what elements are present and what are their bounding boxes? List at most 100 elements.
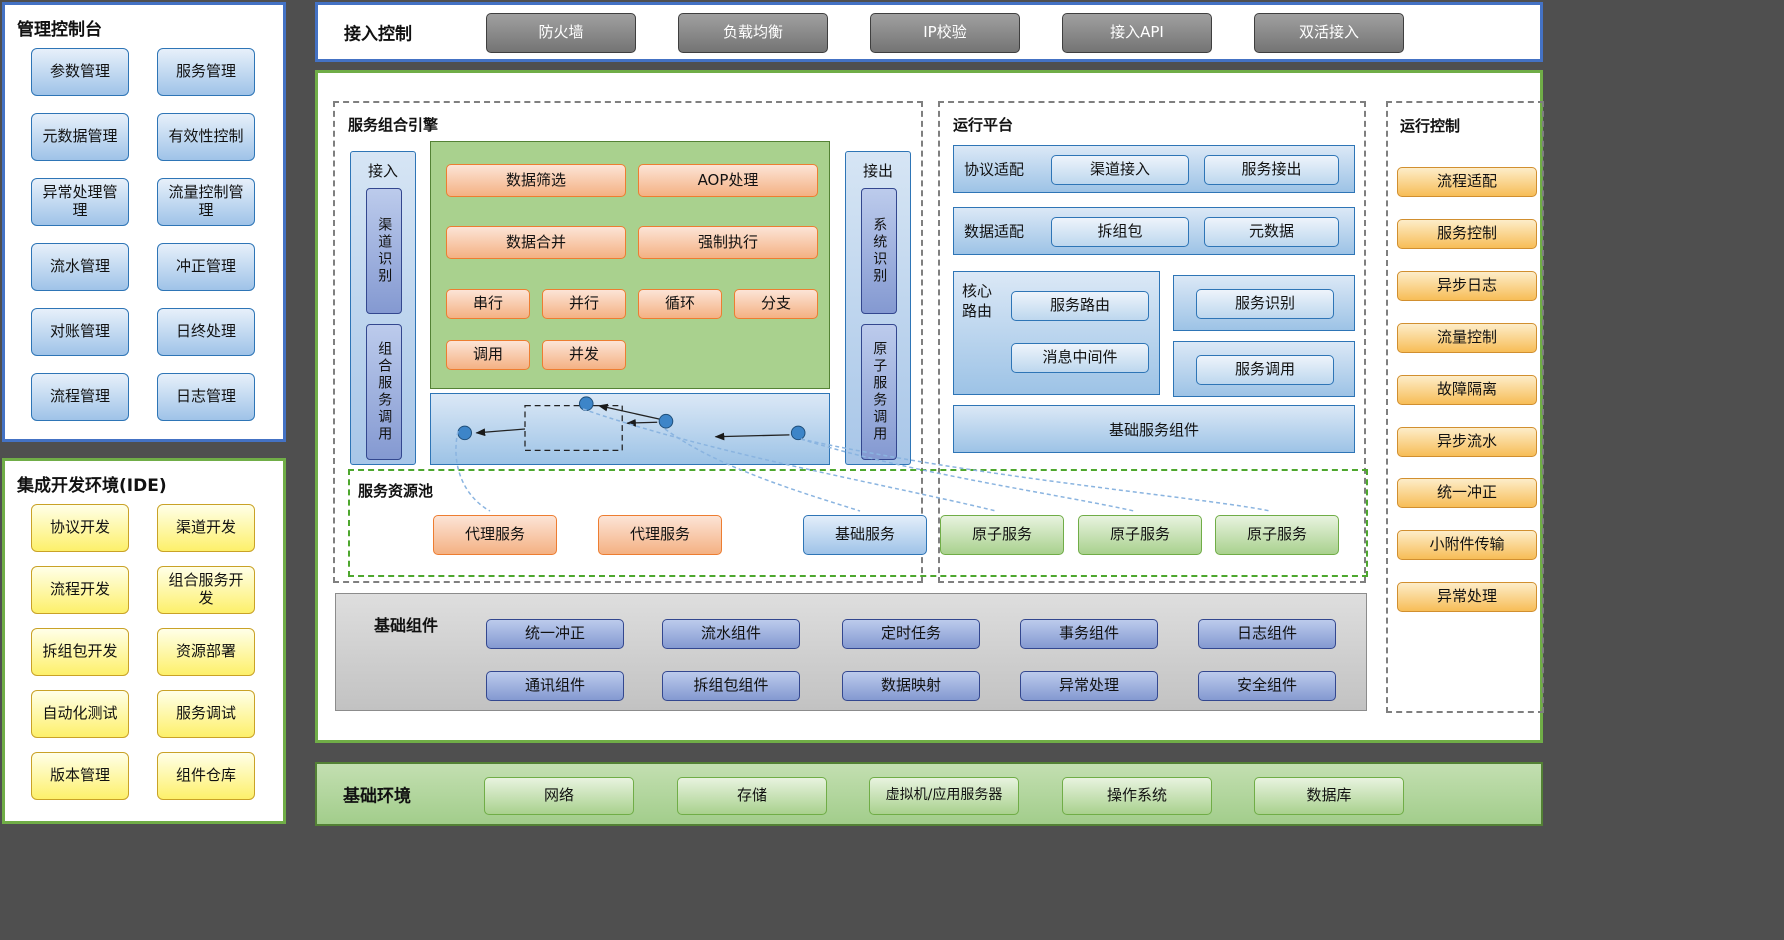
- component-node-transaction: 事务组件: [1020, 619, 1158, 649]
- mgmt-node-9: 日终处理: [157, 308, 255, 356]
- access-api-node: 接入API: [1062, 13, 1212, 53]
- force-execute-node: 强制执行: [638, 226, 818, 259]
- env-node-os: 操作系统: [1062, 777, 1212, 815]
- message-middleware-node: 消息中间件: [1011, 343, 1149, 373]
- loop-node: 循环: [638, 289, 722, 319]
- atomic-service-node-2: 原子服务: [1078, 515, 1202, 555]
- data-filter-node: 数据筛选: [446, 164, 626, 197]
- ide-node-8: 版本管理: [31, 752, 129, 800]
- runtime-control-node-8: 异常处理: [1397, 582, 1537, 612]
- service-pool-title: 服务资源池: [358, 482, 434, 500]
- serial-node: 串行: [446, 289, 530, 319]
- ide-grid: 协议开发 渠道开发 流程开发 组合服务开发 拆组包开发 资源部署 自动化测试 服…: [5, 500, 283, 800]
- outbound-label: 接出: [862, 162, 893, 180]
- runtime-control: 运行控制 流程适配 服务控制 异步日志 流量控制 故障隔离 异步流水 统一冲正 …: [1386, 101, 1544, 713]
- ide-node-4: 拆组包开发: [31, 628, 129, 676]
- env-node-network: 网络: [484, 777, 634, 815]
- component-node-scheduled-task: 定时任务: [842, 619, 980, 649]
- ip-check-node: IP校验: [870, 13, 1020, 53]
- mgmt-node-5: 流量控制管理: [157, 178, 255, 226]
- runtime-control-node-5: 异步流水: [1397, 427, 1537, 457]
- ide-node-5: 资源部署: [157, 628, 255, 676]
- runtime-control-title: 运行控制: [1400, 117, 1461, 135]
- flow-node-icon: [457, 425, 473, 441]
- mgmt-node-6: 流水管理: [31, 243, 129, 291]
- outbound-column: 接出 系统识别 原子服务调用: [845, 151, 911, 465]
- protocol-adapter-label: 协议适配: [964, 160, 1025, 179]
- flow-node-icon: [578, 396, 594, 412]
- runtime-control-node-6: 统一冲正: [1397, 478, 1537, 508]
- metadata-node: 元数据: [1204, 217, 1339, 247]
- ide-node-7: 服务调试: [157, 690, 255, 738]
- management-console-grid: 参数管理 服务管理 元数据管理 有效性控制 异常处理管理 流量控制管理 流水管理…: [5, 44, 283, 421]
- ide-node-9: 组件仓库: [157, 752, 255, 800]
- base-service-node: 基础服务: [803, 515, 927, 555]
- ide-node-0: 协议开发: [31, 504, 129, 552]
- mgmt-node-8: 对账管理: [31, 308, 129, 356]
- mgmt-node-3: 有效性控制: [157, 113, 255, 161]
- base-service-components-panel: 基础服务组件: [953, 405, 1355, 453]
- flow-arrow-3: [714, 432, 790, 441]
- component-node-data-mapping: 数据映射: [842, 671, 980, 701]
- runtime-control-node-1: 服务控制: [1397, 219, 1537, 249]
- service-resource-pool: 服务资源池 代理服务 代理服务 基础服务 原子服务 原子服务 原子服务: [348, 469, 1368, 577]
- runtime-control-node-4: 故障隔离: [1397, 375, 1537, 405]
- flow-node-icon: [790, 425, 806, 441]
- parallel-node: 并行: [542, 289, 626, 319]
- service-routing-node: 服务路由: [1011, 291, 1149, 321]
- data-adapter-label: 数据适配: [964, 222, 1025, 241]
- mgmt-node-7: 冲正管理: [157, 243, 255, 291]
- runtime-control-node-3: 流量控制: [1397, 323, 1537, 353]
- main-platform-area: 服务组合引擎 接入 渠道识别 组合服务调用 数据筛选 AOP处理 数据合并 强制…: [315, 70, 1544, 743]
- engine-title: 服务组合引擎: [348, 116, 439, 134]
- aop-process-node: AOP处理: [638, 164, 818, 197]
- basic-environment-bar: 基础环境 网络 存储 虚拟机/应用服务器 操作系统 数据库: [315, 762, 1543, 826]
- engine-ops-panel: 数据筛选 AOP处理 数据合并 强制执行 串行 并行 循环 分支 调用 并发: [430, 141, 830, 389]
- runtime-platform-title: 运行平台: [953, 116, 1014, 134]
- flow-dashed-block: [524, 405, 623, 452]
- data-merge-node: 数据合并: [446, 226, 626, 259]
- system-recognition-node: 系统识别: [861, 188, 897, 314]
- basic-components-title: 基础组件: [374, 616, 439, 635]
- component-node-unified-reversal: 统一冲正: [486, 619, 624, 649]
- mgmt-node-0: 参数管理: [31, 48, 129, 96]
- runtime-control-node-0: 流程适配: [1397, 167, 1537, 197]
- core-routing-panel: 核心路由 服务路由 消息中间件: [953, 271, 1160, 395]
- branch-node: 分支: [734, 289, 818, 319]
- management-console-panel: 管理控制台 参数管理 服务管理 元数据管理 有效性控制 异常处理管理 流量控制管…: [2, 2, 286, 442]
- component-node-journal: 流水组件: [662, 619, 800, 649]
- env-node-storage: 存储: [677, 777, 827, 815]
- protocol-adapter-row: 协议适配 渠道接入 服务接出: [953, 145, 1355, 193]
- basic-components-panel: 基础组件 统一冲正 流水组件 定时任务 事务组件 日志组件 通讯组件 拆组包组件…: [335, 593, 1367, 711]
- mgmt-node-10: 流程管理: [31, 373, 129, 421]
- ide-node-2: 流程开发: [31, 566, 129, 614]
- data-adapter-row: 数据适配 拆组包 元数据: [953, 207, 1355, 255]
- service-outbound-node: 服务接出: [1204, 155, 1339, 185]
- flow-arrow-4: [597, 403, 661, 420]
- env-node-vm-appserver: 虚拟机/应用服务器: [869, 777, 1019, 815]
- ide-panel: 集成开发环境(IDE) 协议开发 渠道开发 流程开发 组合服务开发 拆组包开发 …: [2, 458, 286, 824]
- service-call-node: 服务调用: [1196, 355, 1334, 385]
- mgmt-node-11: 日志管理: [157, 373, 255, 421]
- ide-node-1: 渠道开发: [157, 504, 255, 552]
- component-node-logging: 日志组件: [1198, 619, 1336, 649]
- mgmt-node-1: 服务管理: [157, 48, 255, 96]
- firewall-node: 防火墙: [486, 13, 636, 53]
- component-node-pack-unpack: 拆组包组件: [662, 671, 800, 701]
- ide-node-6: 自动化测试: [31, 690, 129, 738]
- flow-node-icon: [658, 413, 674, 429]
- dual-active-node: 双活接入: [1254, 13, 1404, 53]
- mgmt-node-4: 异常处理管理: [31, 178, 129, 226]
- mgmt-node-2: 元数据管理: [31, 113, 129, 161]
- component-node-security: 安全组件: [1198, 671, 1336, 701]
- channel-access-node: 渠道接入: [1051, 155, 1189, 185]
- runtime-control-node-7: 小附件传输: [1397, 530, 1537, 560]
- service-flow-canvas: [457, 396, 806, 452]
- ide-node-3: 组合服务开发: [157, 566, 255, 614]
- inbound-column: 接入 渠道识别 组合服务调用: [350, 151, 416, 465]
- load-balancer-node: 负载均衡: [678, 13, 828, 53]
- composite-service-call-node: 组合服务调用: [366, 324, 402, 460]
- atomic-service-node-3: 原子服务: [1215, 515, 1339, 555]
- basic-environment-title: 基础环境: [343, 786, 411, 807]
